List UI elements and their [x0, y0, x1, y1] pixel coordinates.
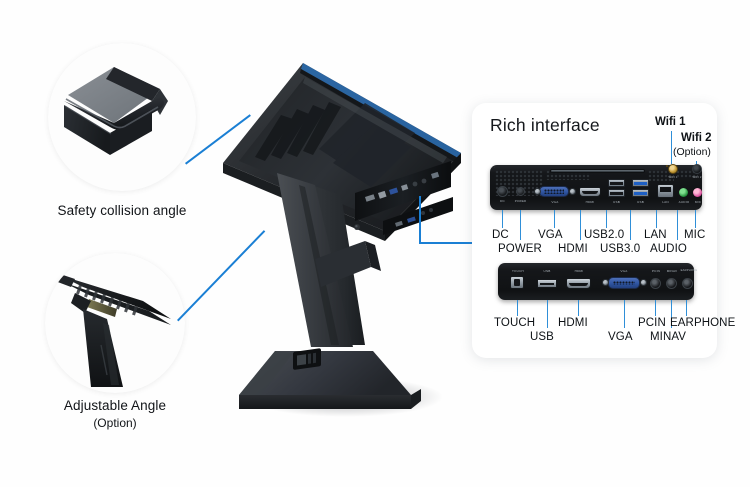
wifi1-antenna-connector[interactable]: [666, 165, 668, 167]
hdmi-silkscreen: HDMI: [585, 200, 595, 204]
vent-grille-right: [648, 170, 674, 181]
callout-sublabel-adjustable: (Option): [93, 416, 137, 430]
lan-silkscreen: LAN: [662, 200, 669, 204]
label-earphone: EARPHONE: [670, 317, 736, 329]
rich-interface-title: Rich interface: [490, 115, 600, 135]
label-pcin: PCIN: [638, 317, 666, 329]
pin-vga: [554, 210, 555, 228]
touch-silkscreen: TOUCH: [512, 269, 524, 273]
audio-silkscreen: AUDIO: [678, 200, 690, 204]
power-silkscreen: POWER: [514, 199, 527, 203]
vga-screw-right-secondary: [640, 279, 647, 286]
hdmi-silkscreen-secondary: HDMI: [574, 269, 584, 273]
pin-pcin: [655, 300, 656, 316]
leader-io-horizontal: [419, 242, 483, 244]
vga-screw-right: [569, 188, 576, 195]
pin-usb2: [606, 210, 607, 228]
label-hdmi: HDMI: [558, 243, 588, 255]
label-audio: AUDIO: [650, 243, 687, 255]
vga-port[interactable]: [539, 186, 569, 197]
rich-interface-card: Rich interface Wifi 1 Wifi 2 (Option) DC…: [472, 103, 735, 358]
usb2-port-upper[interactable]: [608, 179, 625, 187]
pin-wifi1: [671, 131, 672, 164]
kiosk-product-image: [223, 63, 461, 417]
usb-silkscreen: USB: [543, 269, 551, 273]
label-usb: USB: [530, 331, 554, 343]
label-power: POWER: [498, 243, 542, 255]
callout-label-adjustable: Adjustable Angle: [63, 398, 167, 413]
adjustable-angle-photo: [45, 253, 185, 393]
secondary-io-panel: TOUCH USB HDMI VGA PCIN MINAV EARPHONE: [498, 263, 697, 300]
label-vga: VGA: [538, 229, 563, 241]
pcin-jack[interactable]: [650, 278, 661, 289]
pin-dc: [502, 210, 503, 228]
wifi2-label: Wifi 2: [681, 132, 712, 144]
usb3-silkscreen: USB: [637, 200, 644, 204]
label-minav: MINAV: [650, 331, 687, 343]
main-io-panel: DC POWER · · · VGA HDMI USB USB L: [490, 165, 702, 210]
label-usb3: USB3.0: [600, 243, 641, 255]
mic-in-jack[interactable]: [693, 188, 702, 197]
touch-usb-b-port[interactable]: [510, 276, 524, 289]
pcin-silkscreen: PCIN: [651, 269, 661, 273]
vent-grille-mid: [546, 170, 590, 180]
lid-seam: [550, 169, 645, 173]
vga-port-secondary[interactable]: [608, 277, 640, 289]
pin-lan: [656, 210, 657, 228]
vga-screw-left: [534, 188, 541, 195]
earphone-jack[interactable]: [682, 278, 693, 289]
label-usb2: USB2.0: [584, 229, 625, 241]
dc-in-port[interactable]: [497, 186, 508, 197]
wifi1-label: Wifi 1: [655, 116, 686, 128]
callout-label-safety: Safety collision angle: [57, 203, 187, 218]
hdmi-port[interactable]: [579, 187, 601, 197]
minav-silkscreen: MINAV: [666, 269, 678, 273]
mic-silkscreen: MIC: [694, 200, 702, 204]
power-button[interactable]: [516, 187, 525, 196]
model-silkscreen: · · ·: [490, 165, 495, 169]
vga-silkscreen-secondary: VGA: [620, 269, 628, 273]
pin-minav: [671, 300, 672, 328]
audio-out-jack[interactable]: [679, 188, 688, 197]
hdmi-port-secondary[interactable]: [566, 278, 591, 289]
label-dc: DC: [492, 229, 509, 241]
pin-usb3: [630, 210, 631, 240]
usb-a-port[interactable]: [537, 279, 557, 288]
label-hdmi-2: HDMI: [558, 317, 588, 329]
wifi2-sublabel: (Option): [673, 146, 711, 158]
label-vga-2: VGA: [608, 331, 633, 343]
pin-hdmi: [580, 210, 581, 240]
wifi1-antenna-connector-visual[interactable]: [668, 164, 678, 174]
wifi2-antenna-hole[interactable]: [692, 164, 702, 174]
dc-silkscreen: DC: [500, 199, 505, 203]
minav-jack[interactable]: [666, 278, 677, 289]
label-touch: TOUCH: [494, 317, 536, 329]
safety-collision-angle-photo: [48, 43, 196, 191]
usb2-port-lower[interactable]: [608, 189, 625, 197]
lan-port[interactable]: [657, 184, 674, 198]
label-lan: LAN: [644, 229, 667, 241]
vga-silkscreen: VGA: [551, 200, 559, 204]
pin-earphone: [686, 300, 687, 316]
usb3-port-lower[interactable]: [632, 189, 649, 197]
leader-io-vertical: [419, 196, 421, 244]
pin-usb: [547, 300, 548, 328]
vent-grille-far-right: [676, 170, 698, 178]
pin-mic: [695, 210, 696, 228]
pin-vga-2: [624, 300, 625, 328]
pin-audio: [677, 210, 678, 240]
label-mic: MIC: [684, 229, 706, 241]
pin-hdmi-2: [578, 300, 579, 316]
earphone-silkscreen: EARPHONE: [680, 269, 698, 272]
usb3-port-upper[interactable]: [632, 179, 649, 187]
usb2-silkscreen: USB: [613, 200, 620, 204]
pin-power: [520, 210, 521, 240]
pin-touch: [517, 300, 518, 316]
vga-screw-left-secondary: [602, 279, 609, 286]
